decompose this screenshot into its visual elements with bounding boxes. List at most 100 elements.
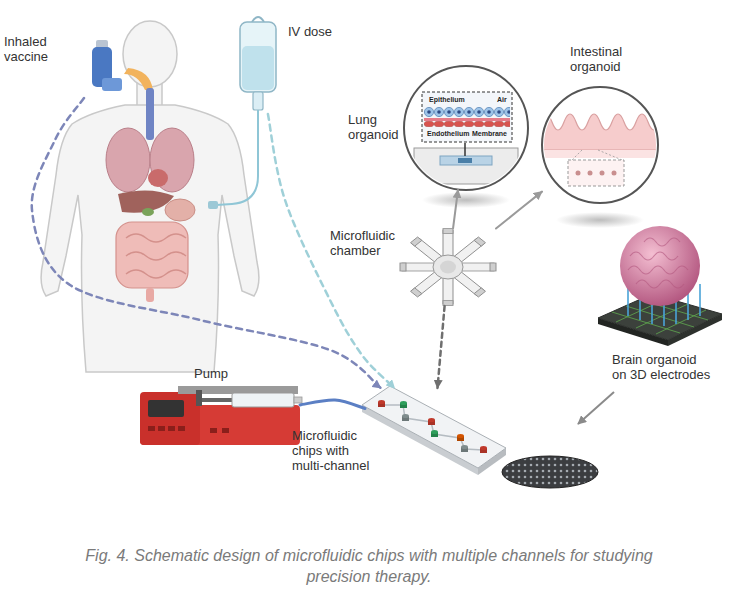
- lung-organoid-illustration: [422, 192, 510, 208]
- intestinal-organoid-illustration: [540, 114, 660, 186]
- human-body: [126, 234, 186, 278]
- iv-bag: IV dose: [236, 14, 280, 114]
- node-label: IV dose: [288, 24, 352, 39]
- iv-bag-icon: [208, 201, 218, 209]
- intestinal-organoid-illustration: [568, 160, 624, 186]
- iv-bag-icon: [208, 17, 276, 209]
- node-label: Microfluidic chamber: [330, 228, 400, 258]
- intestinal-organoid-illustration: [572, 150, 622, 160]
- microfluidic-chip-illustration: [402, 414, 409, 418]
- syringe-pump-illustration: [140, 386, 302, 445]
- syringe-pump-illustration: [158, 426, 165, 431]
- microfluidic-chamber-illustration: [474, 237, 485, 246]
- syringe-pump-illustration: [222, 428, 229, 433]
- microfluidic-chip-illustration: [480, 446, 487, 450]
- human-body: [123, 21, 177, 87]
- syringe-pump-illustration: [210, 428, 217, 433]
- human-body: [142, 208, 154, 216]
- microfluidic-chamber-illustration: [443, 301, 453, 306]
- microfluidic-chamber-illustration: [411, 237, 422, 246]
- node-label: Microfluidic chips with multi-channel: [292, 428, 382, 473]
- flow-arrow: [438, 306, 445, 388]
- lung-organoid-illustration: [464, 143, 466, 156]
- microfluidic-chamber-illustration: [474, 288, 485, 297]
- node-label: Brain organoid on 3D electrodes: [612, 352, 712, 382]
- microfluidic-chamber-illustration: [443, 230, 453, 257]
- microfluidic-chamber-illustration: [440, 261, 456, 274]
- flow-arrow: [496, 192, 542, 229]
- brain-organoid-illustration: [578, 392, 614, 424]
- microfluidic-chip-illustration: [378, 400, 385, 404]
- brain-organoid-illustration: [502, 456, 598, 488]
- human-body: [146, 88, 154, 140]
- lung-organoid-illustration: [422, 92, 512, 142]
- microfluidic-chamber-illustration: [402, 263, 436, 271]
- syringe-pump-illustration: [196, 390, 202, 406]
- syringe-pump-illustration: [148, 400, 184, 417]
- inhaler-icon: [102, 78, 122, 91]
- iv-bag-icon: [253, 92, 263, 110]
- syringe-pump-illustration: [232, 393, 294, 407]
- pump-tube: [300, 400, 365, 409]
- human-body: [148, 169, 168, 187]
- microfluidic-chamber-illustration: [460, 263, 496, 271]
- brain-organoid-illustration: [620, 226, 700, 306]
- microfluidic-chip-illustration: [461, 445, 468, 449]
- cell-layer-label: Air: [496, 95, 508, 104]
- human-body: [41, 21, 259, 372]
- microfluidic-chamber: Microfluidic chamber: [400, 228, 496, 306]
- human-body: [124, 68, 153, 90]
- lung-organoid-illustration: [414, 92, 518, 184]
- node-label: Intestinal organoid: [570, 44, 644, 74]
- figure-caption: Fig. 4. Schematic design of microfluidic…: [84, 545, 654, 587]
- cell-layer-label: Epithelium: [428, 95, 466, 104]
- intestinal-organoid-illustration: [540, 150, 660, 158]
- dose-route-arrow: [32, 98, 381, 388]
- microfluidic-chip-illustration: [428, 418, 435, 422]
- microfluidic-chip-illustration: [362, 386, 506, 475]
- node-label: Inhaled vaccine: [4, 34, 68, 64]
- cell-layer-label: Endothelium: [426, 129, 470, 138]
- iv-bag-icon: [216, 110, 258, 205]
- iv-bag-icon: [240, 22, 276, 92]
- syringe-pump-illustration: [200, 398, 234, 402]
- cell-layer-label: Membrane: [471, 129, 508, 138]
- microfluidic-chamber-illustration: [490, 263, 496, 271]
- human-body: [146, 288, 154, 302]
- microfluidic-chamber-illustration: [400, 263, 436, 271]
- syringe-pump-illustration: [140, 392, 200, 445]
- syringe-pump-illustration: [168, 426, 175, 431]
- microfluidic-chamber-illustration: [411, 288, 422, 297]
- human-body: [106, 128, 150, 192]
- inhaler: Inhaled vaccine: [84, 38, 124, 100]
- microfluidic-chamber-illustration: [400, 229, 496, 306]
- lung-organoid-illustration: [424, 121, 510, 127]
- microfluidic-chamber-illustration: [433, 255, 463, 279]
- microfluidic-chip-illustration: [400, 401, 407, 405]
- intestinal-organoid-illustration: [556, 212, 644, 228]
- lung-organoid-illustration: [440, 156, 492, 165]
- microfluidic-chip: Microfluidic chips with multi-channel: [365, 388, 503, 468]
- human-body: [116, 222, 188, 288]
- intestinal-organoid-illustration: [540, 87, 660, 228]
- node-label: Pump: [194, 366, 244, 381]
- human-body: [41, 105, 259, 372]
- intestinal-organoid-illustration: [612, 171, 617, 176]
- lung-organoid-illustration: [424, 107, 510, 117]
- intestinal-organoid: Intestinal organoid: [542, 87, 658, 203]
- lung-organoid-illustration: [414, 148, 518, 184]
- microfluidic-chamber-illustration: [443, 277, 453, 306]
- iv-bag-icon: [242, 46, 274, 90]
- brain-organoid-illustration: [628, 238, 688, 288]
- intestinal-organoid-illustration: [540, 114, 660, 150]
- syringe-pump-illustration: [294, 397, 302, 403]
- microfluidic-chip-illustration: [362, 386, 506, 468]
- node-label: Lung organoid: [348, 112, 404, 142]
- brain-organoid-illustration: [502, 226, 722, 488]
- inhaler-icon: [92, 40, 122, 91]
- syringe-pump-illustration: [148, 426, 155, 431]
- lung-organoid-illustration: [458, 158, 472, 163]
- intestinal-organoid-illustration: [576, 171, 581, 176]
